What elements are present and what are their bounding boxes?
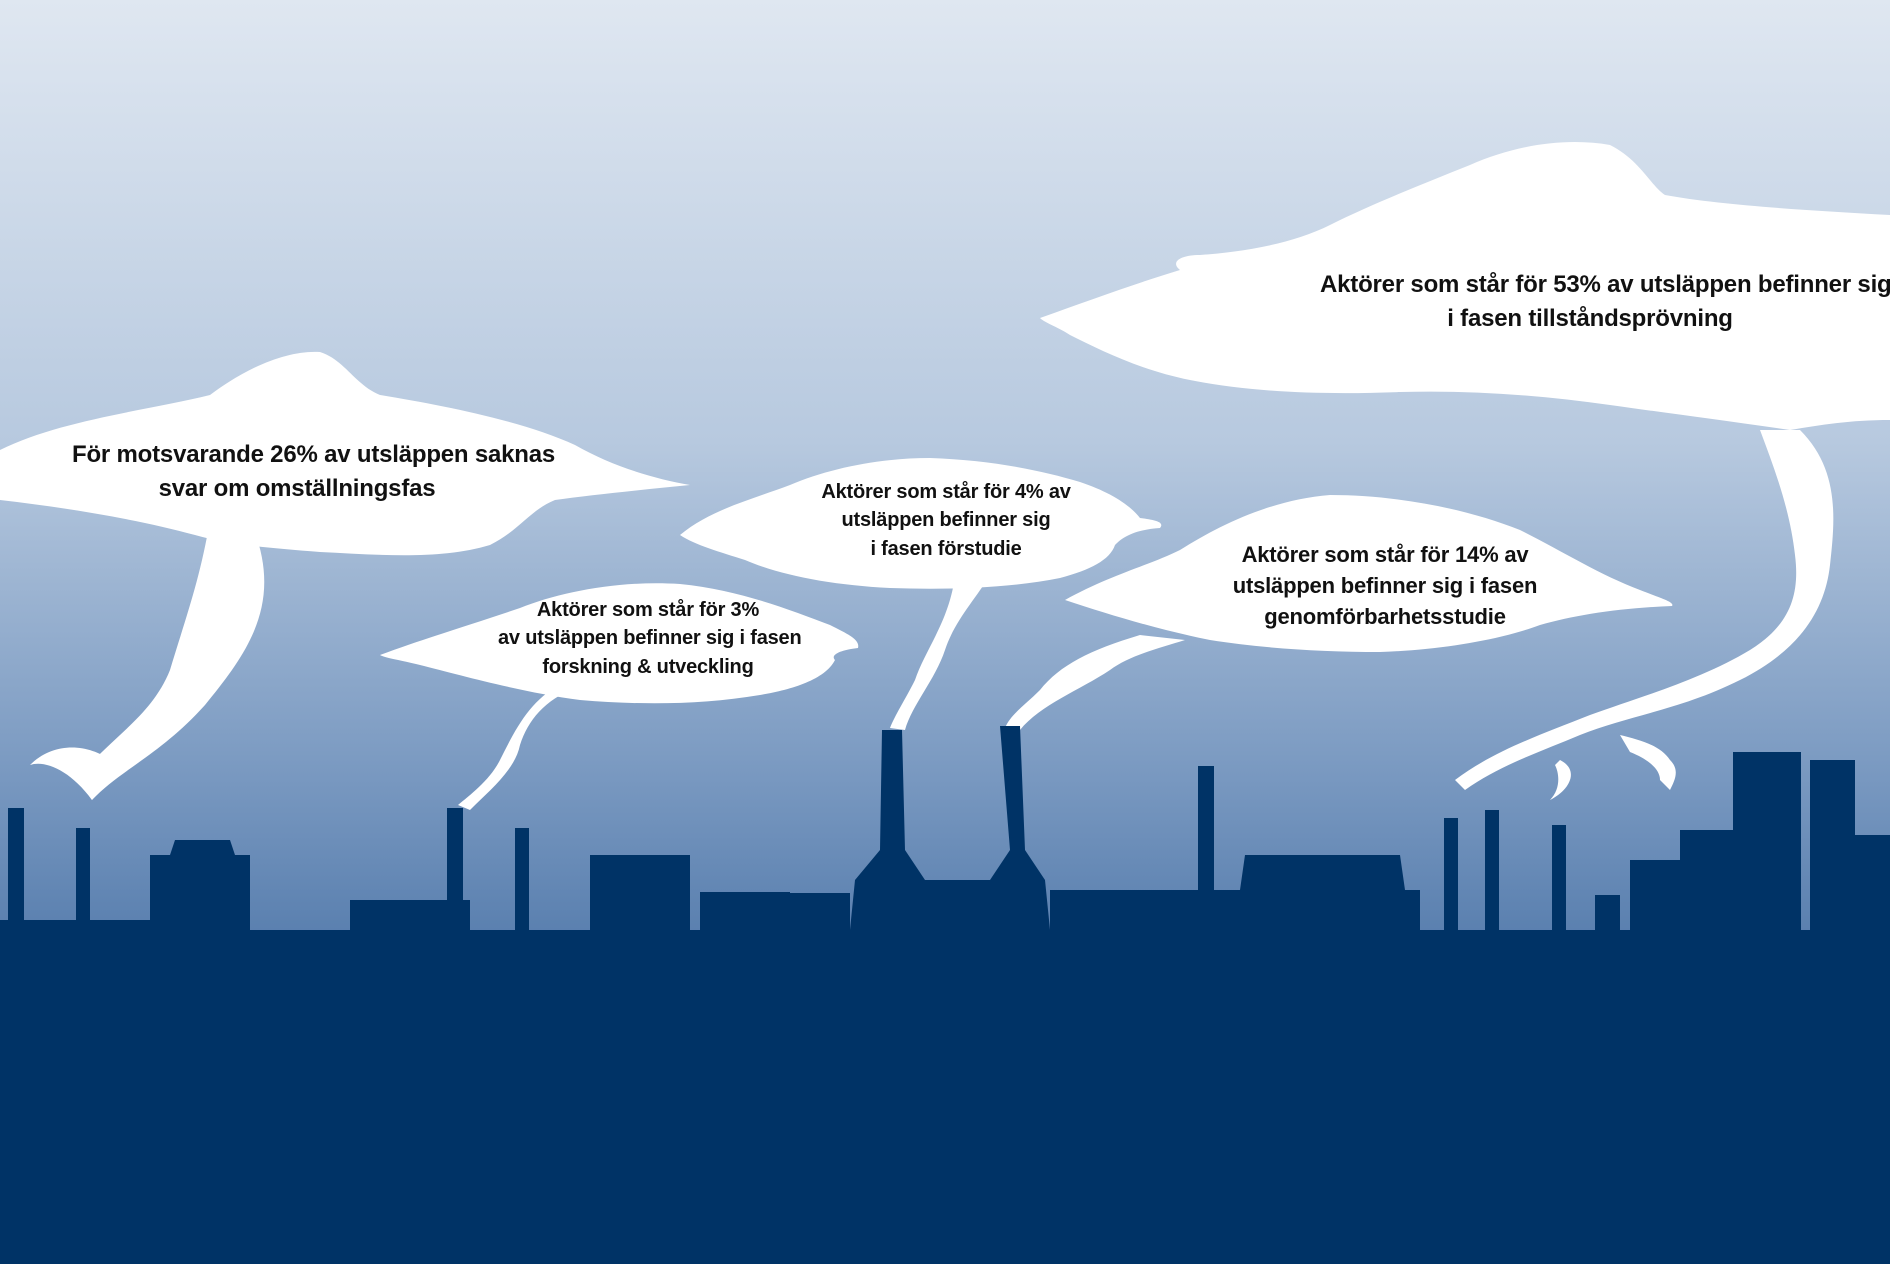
ground [0, 930, 1890, 1264]
plume-no-answer [78, 520, 265, 800]
cloud-label-line: av utsläppen befinner sig i fasen [498, 627, 802, 650]
cloud-label-line: utsläppen befinner sig [841, 509, 1051, 532]
chimney [447, 808, 463, 930]
cloud-label-line: forskning & utveckling [542, 655, 754, 678]
cloud-label-line: svar om omställningsfas [158, 475, 436, 503]
plume-research [458, 685, 575, 810]
cloud-label-line: Aktörer som står för 3% [536, 599, 760, 621]
plume-no-answer-left [30, 747, 110, 800]
factory-building [350, 900, 470, 940]
factory-building [1855, 835, 1890, 935]
plume-permitting-split [1620, 735, 1676, 790]
cloud-label-line: Aktörer som står för 4% av [821, 481, 1071, 503]
cloud-no-answer [0, 351, 690, 556]
cloud-label-prestudy: Aktörer som står för 4% av utsläppen bef… [808, 478, 1084, 563]
chimney [1444, 818, 1458, 930]
chimney [1485, 810, 1499, 930]
factory-building [1630, 860, 1680, 935]
factory-building [1733, 752, 1801, 935]
plume-prestudy [890, 575, 990, 730]
chimney [515, 828, 529, 930]
cloud-shapes [0, 142, 1890, 704]
factory-building [1595, 895, 1620, 935]
factory-building [700, 892, 790, 940]
cloud-label-feasibility: Aktörer som står för 14% av utsläppen be… [1210, 539, 1560, 633]
cloud-label-research: Aktörer som står för 3% av utsläppen bef… [498, 596, 802, 681]
cloud-label-line: Aktörer som står för 53% av utsläppen be… [1320, 271, 1890, 298]
factory-building [1050, 855, 1420, 930]
cloud-label-line: genomförbarhetsstudie [1264, 604, 1506, 630]
factory-building [590, 855, 690, 940]
plume-permitting-main [1455, 430, 1834, 790]
power-plant [850, 726, 1050, 930]
cloud-label-line: i fasen förstudie [870, 537, 1022, 560]
chimney [1552, 825, 1566, 930]
cloud-label-line: utsläppen befinner sig i fasen [1232, 573, 1538, 599]
cloud-prestudy [680, 458, 1162, 589]
plume-feasibility [1005, 635, 1185, 730]
chimney [8, 808, 24, 930]
industrial-skyline [0, 726, 1890, 1264]
plume-permitting-tail [1550, 760, 1571, 800]
cloud-label-line: i fasen tillståndsprövning [1447, 305, 1733, 333]
cloud-label-line: Aktörer som står för 14% av [1241, 542, 1529, 567]
chimney [76, 828, 90, 930]
factory-building [780, 893, 850, 940]
factory-building [1680, 830, 1740, 935]
cloud-label-no-answer: För motsvarande 26% av utsläppen saknas … [72, 438, 556, 506]
cloud-label-permitting: Aktörer som står för 53% av utsläppen be… [1320, 268, 1890, 336]
factory-building [1810, 760, 1855, 935]
cloud-permitting [1040, 142, 1890, 430]
cloud-label-line: För motsvarande 26% av utsläppen saknas [72, 441, 556, 468]
cloud-feasibility [1065, 495, 1673, 652]
smoke-plumes [30, 430, 1834, 810]
factory-building [0, 840, 250, 930]
cloud-research [380, 583, 859, 704]
